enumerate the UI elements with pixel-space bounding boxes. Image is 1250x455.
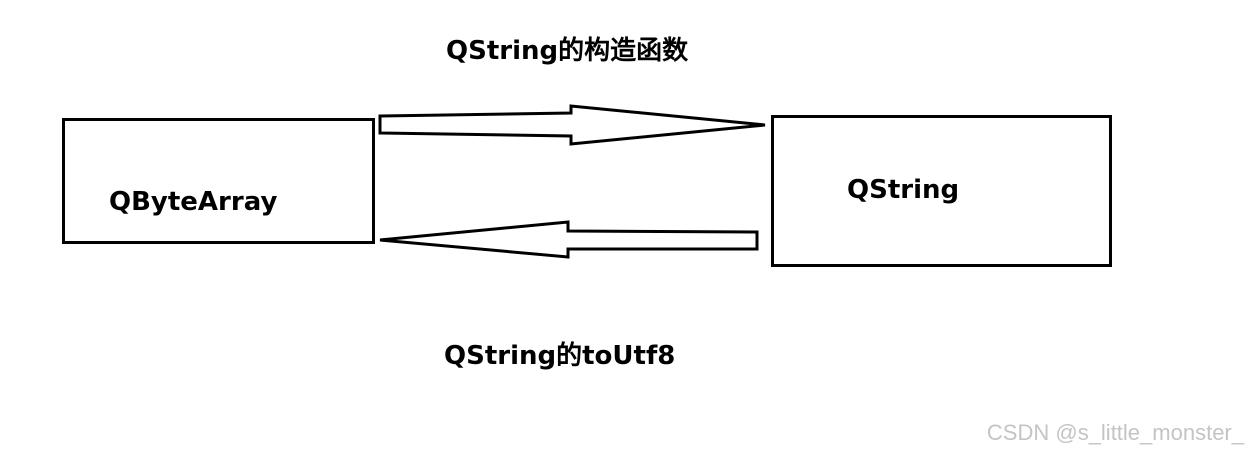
qbytearray-label: QByteArray [109,187,278,217]
qstring-box: QString [771,115,1112,267]
arrow-left [379,220,759,259]
toutf8-caption: QString的toUtf8 [444,341,676,371]
arrow-right [378,104,766,146]
constructor-caption: QString的构造函数 [446,36,689,66]
qstring-label: QString [847,175,960,205]
qbytearray-box: QByteArray [62,118,375,244]
watermark: CSDN @s_little_monster_ [986,420,1244,445]
